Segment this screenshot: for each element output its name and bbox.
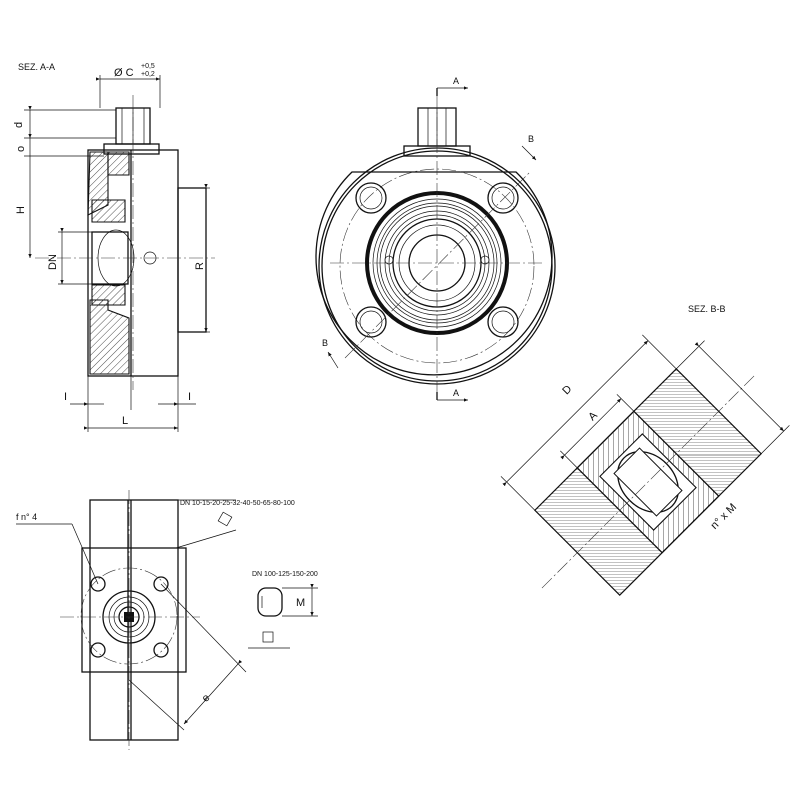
section-bb-title: SEZ. B-B xyxy=(688,304,726,314)
section-aa-view: SEZ. A-A Ø C +0,5 +0,2 xyxy=(13,62,215,432)
dim-c-tol-upper: +0,5 xyxy=(141,63,155,70)
note-dn-large: DN 100-125-150-200 xyxy=(252,571,318,578)
marker-a-bottom: A xyxy=(453,388,459,398)
front-view: A A B B xyxy=(315,76,556,402)
dim-i-left-label: I xyxy=(64,391,67,403)
note-dn-small: DN 10-15-20-25-32-40-50-65-80-100 xyxy=(180,500,295,507)
marker-a-top: A xyxy=(453,76,459,86)
section-bb-view: SEZ. B-B D A n° x M xyxy=(500,304,790,596)
section-aa-title: SEZ. A-A xyxy=(18,62,55,72)
dim-l-label: L xyxy=(122,415,128,427)
dim-m-label: M xyxy=(296,597,305,609)
dim-h-label: H xyxy=(15,206,27,214)
dim-dn-label: DN xyxy=(47,254,59,270)
dim-nxm-label: n° x M xyxy=(708,501,739,532)
dim-c-tol-lower: +0,2 xyxy=(141,71,155,78)
dim-d-big-label: D xyxy=(560,383,574,397)
marker-b-top: B xyxy=(528,134,534,144)
dim-d-label: d xyxy=(13,122,25,128)
dim-c-label: Ø C xyxy=(114,67,134,79)
marker-b-bottom: B xyxy=(322,338,328,348)
dim-o-label: o xyxy=(15,146,27,152)
dim-r-label: R xyxy=(194,262,206,270)
bottom-view: f n° 4 DN 10-15-20-25-32-40-50-65-80-100… xyxy=(16,490,318,750)
dim-e-label: e xyxy=(200,692,213,705)
dim-i-right-label: I xyxy=(188,391,191,403)
dim-fn-label: f n° 4 xyxy=(16,512,37,522)
